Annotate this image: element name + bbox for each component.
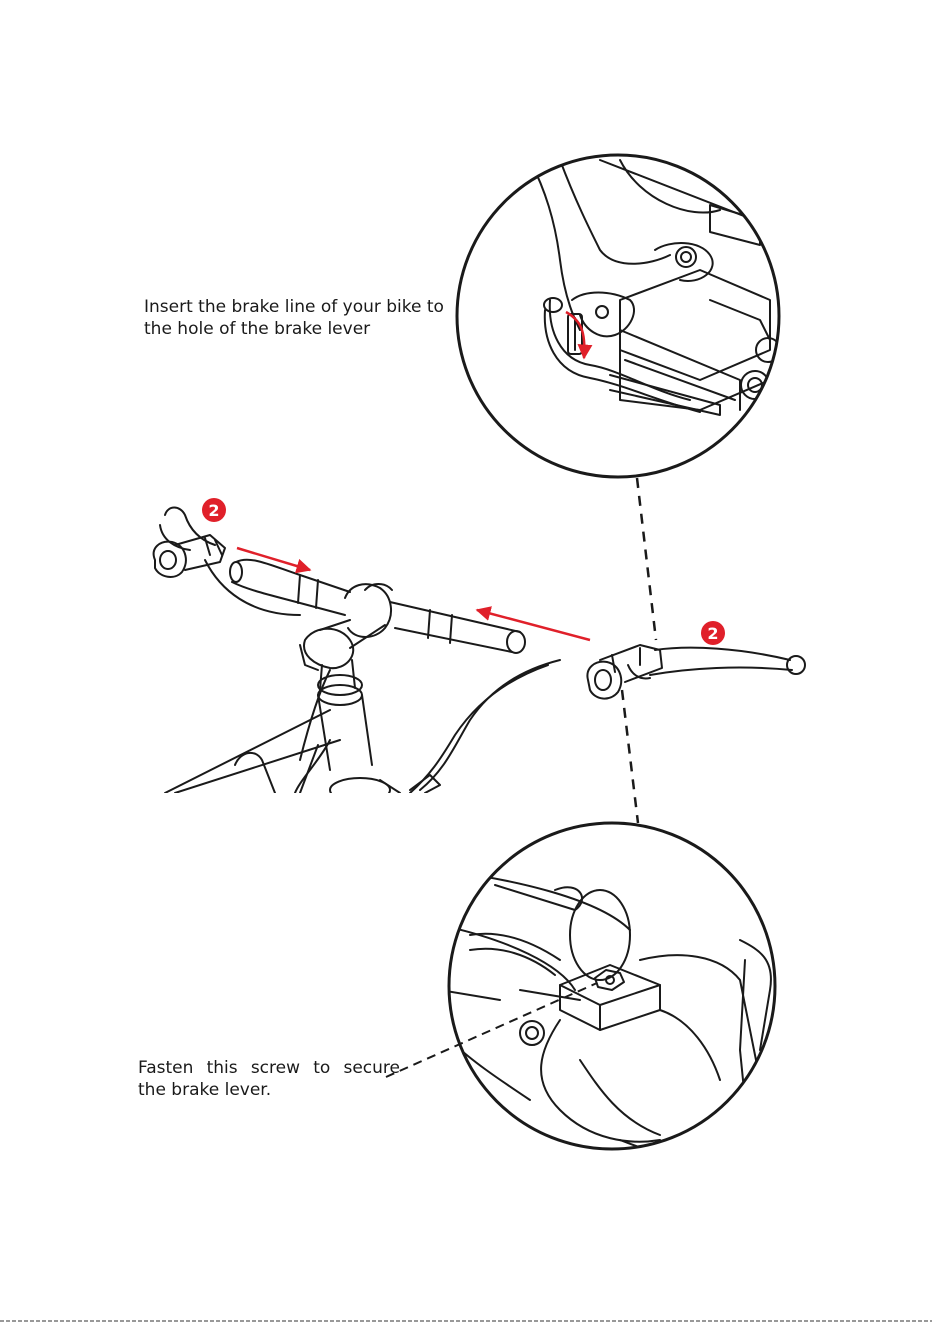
caption-fasten-line-1: Fasten this screw to secure (138, 1057, 400, 1079)
caption-insert-line-1: Insert the brake line of your bike to (144, 296, 444, 318)
detail-circle-clamp-screw (440, 823, 775, 1155)
caption-fasten-line-2: the brake lever. (138, 1079, 400, 1101)
caption-fasten-screw: Fasten this screw to secure the brake le… (138, 1057, 400, 1101)
caption-insert-line-2: the hole of the brake lever (144, 318, 444, 340)
caption-insert-brake-line: Insert the brake line of your bike to th… (144, 296, 444, 340)
step-badge-left: 2 (202, 498, 226, 522)
handlebar-overview: 2 2 (154, 498, 805, 802)
step-badge-right-number: 2 (707, 624, 718, 643)
leader-line-bottom (622, 690, 638, 823)
leader-line-top (637, 478, 656, 640)
detail-circle-cable-hole (457, 155, 780, 477)
step-badge-left-number: 2 (208, 501, 219, 520)
screw-pointer-line (386, 983, 597, 1077)
step-badge-right: 2 (701, 621, 725, 645)
